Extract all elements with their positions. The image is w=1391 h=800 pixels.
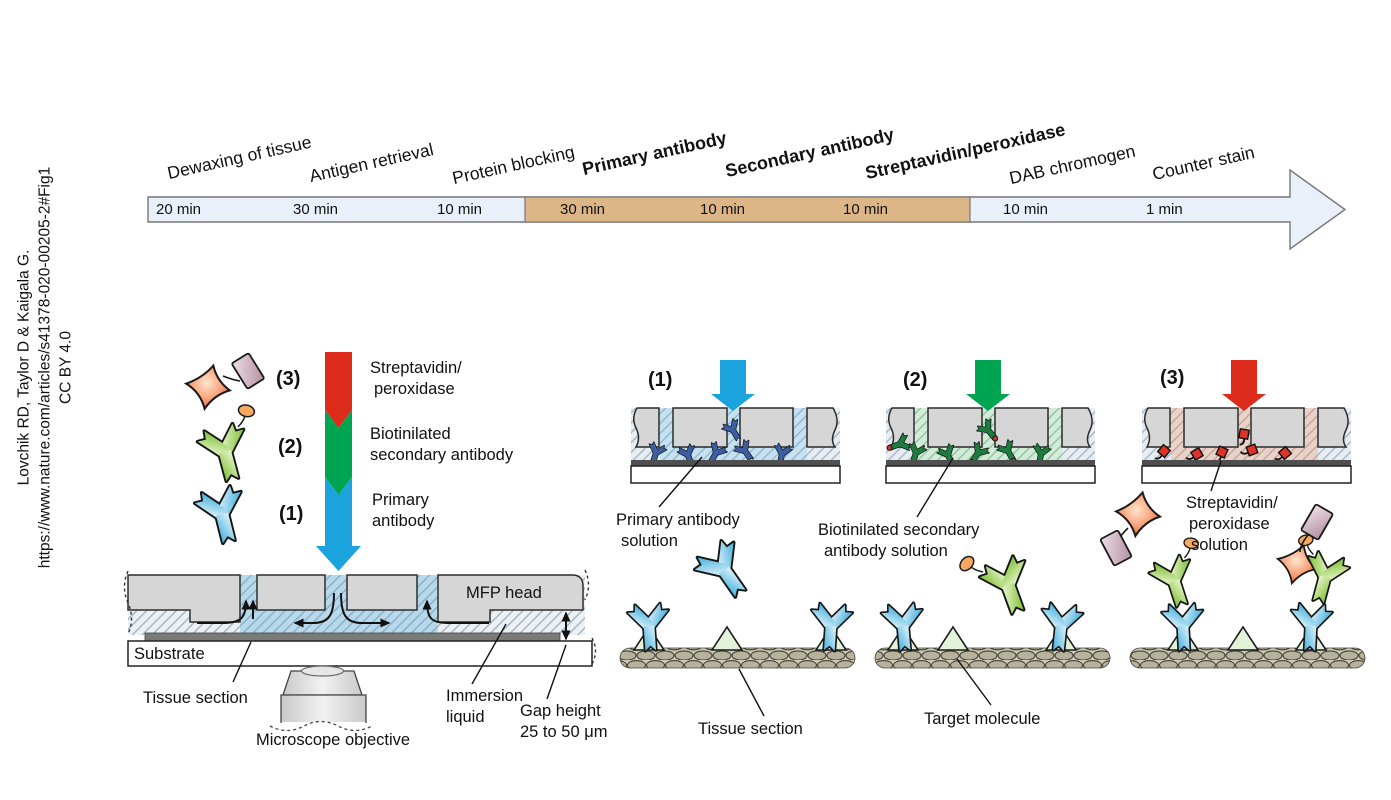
citation-authors: Lovchik RD, Taylor D & Kaigala G. bbox=[15, 249, 33, 486]
legend-label-2b: secondary antibody bbox=[370, 446, 514, 464]
timeline-duration-2: 10 min bbox=[437, 201, 483, 218]
tissue-row-panel1 bbox=[619, 603, 856, 669]
target-molecule-label: Target molecule bbox=[924, 710, 1041, 728]
panel2-solution-label-1: Biotinilated secondary bbox=[818, 521, 980, 539]
legend-number-1: (1) bbox=[279, 503, 304, 525]
legend-label-3a: Streptavidin/ bbox=[370, 359, 462, 377]
timeline-duration-3: 30 min bbox=[560, 201, 606, 218]
secondary-antibody-icon bbox=[191, 400, 272, 486]
panel1-solution-label-1: Primary antibody bbox=[616, 511, 740, 529]
timeline-duration-0: 20 min bbox=[156, 201, 202, 218]
flow-arrows bbox=[197, 592, 489, 628]
panel2-injection-arrow bbox=[966, 360, 1010, 411]
pointer-lines-panels bbox=[658, 456, 1222, 717]
tissue-row-panel3 bbox=[1129, 503, 1366, 669]
gap-height-label-1: Gap height bbox=[520, 702, 601, 720]
panel-2-secondary-antibody bbox=[885, 360, 1096, 484]
step2-arrow-icon bbox=[325, 410, 352, 495]
panel-3-streptavidin bbox=[1141, 360, 1352, 484]
panel1-injection-arrow bbox=[711, 360, 755, 411]
timeline-arrow bbox=[147, 168, 1347, 251]
legend-number-2: (2) bbox=[278, 436, 303, 458]
legend-label-3b: peroxidase bbox=[374, 380, 455, 398]
free-secondary-antibody bbox=[955, 536, 1040, 625]
legend-label-1b: antibody bbox=[372, 512, 435, 530]
tissue-row-panel2 bbox=[874, 602, 1111, 669]
timeline-duration-5: 10 min bbox=[843, 201, 889, 218]
panel2-number: (2) bbox=[903, 369, 928, 391]
substrate-label: Substrate bbox=[134, 645, 205, 663]
citation-url: https://www.nature.com/articles/s41378-0… bbox=[36, 166, 54, 569]
panel3-injection-arrow bbox=[1222, 360, 1266, 411]
mfp-cross-section bbox=[123, 569, 597, 732]
gap-height-label-2: 25 to 50 μm bbox=[520, 723, 608, 741]
tissue-section-label-bottom: Tissue section bbox=[698, 720, 803, 738]
mfp-head-blocks bbox=[127, 574, 584, 623]
free-streptavidin-complex bbox=[1099, 486, 1166, 567]
legend-step-arrows bbox=[316, 352, 361, 571]
timeline-mfp-phase-segment bbox=[524, 196, 971, 223]
legend-label-2a: Biotinilated bbox=[370, 425, 451, 443]
panel1-number: (1) bbox=[648, 369, 673, 391]
immersion-liquid-label-1: Immersion bbox=[446, 687, 524, 705]
free-primary-antibody bbox=[690, 536, 760, 607]
citation-license: CC BY 4.0 bbox=[57, 331, 75, 404]
primary-antibody-icon bbox=[193, 484, 252, 548]
panel3-solution-label-2: peroxidase bbox=[1189, 515, 1270, 533]
panel3-solution-label-1: Streptavidin/ bbox=[1186, 494, 1278, 512]
step1-arrow-icon bbox=[316, 477, 361, 571]
panel3-number: (3) bbox=[1160, 367, 1185, 389]
citation: Lovchik RD, Taylor D & Kaigala G. https:… bbox=[14, 68, 77, 668]
tissue-section-label-left: Tissue section bbox=[143, 689, 248, 707]
panel1-solution-label-2: solution bbox=[621, 532, 678, 550]
timeline-duration-6: 10 min bbox=[1003, 201, 1049, 218]
timeline-duration-1: 30 min bbox=[293, 201, 339, 218]
timeline-duration-7: 1 min bbox=[1146, 201, 1183, 218]
legend-number-3: (3) bbox=[276, 368, 301, 390]
mfp-head-label: MFP head bbox=[466, 584, 542, 602]
timeline-duration-4: 10 min bbox=[700, 201, 746, 218]
streptavidin-peroxidase-icon bbox=[180, 352, 266, 415]
pointer-lines-left bbox=[232, 623, 567, 700]
microscope-objective-label: Microscope objective bbox=[256, 731, 411, 749]
torn-edges bbox=[123, 569, 597, 665]
panel3-solution-label-3: solution bbox=[1191, 536, 1248, 554]
substrate-bar bbox=[127, 640, 593, 667]
immersion-liquid-label-2: liquid bbox=[446, 708, 485, 726]
panel2-solution-label-2: antibody solution bbox=[824, 542, 948, 560]
legend-label-1a: Primary bbox=[372, 491, 429, 509]
step3-arrow-icon bbox=[325, 352, 352, 428]
microscope-objective bbox=[269, 665, 373, 732]
